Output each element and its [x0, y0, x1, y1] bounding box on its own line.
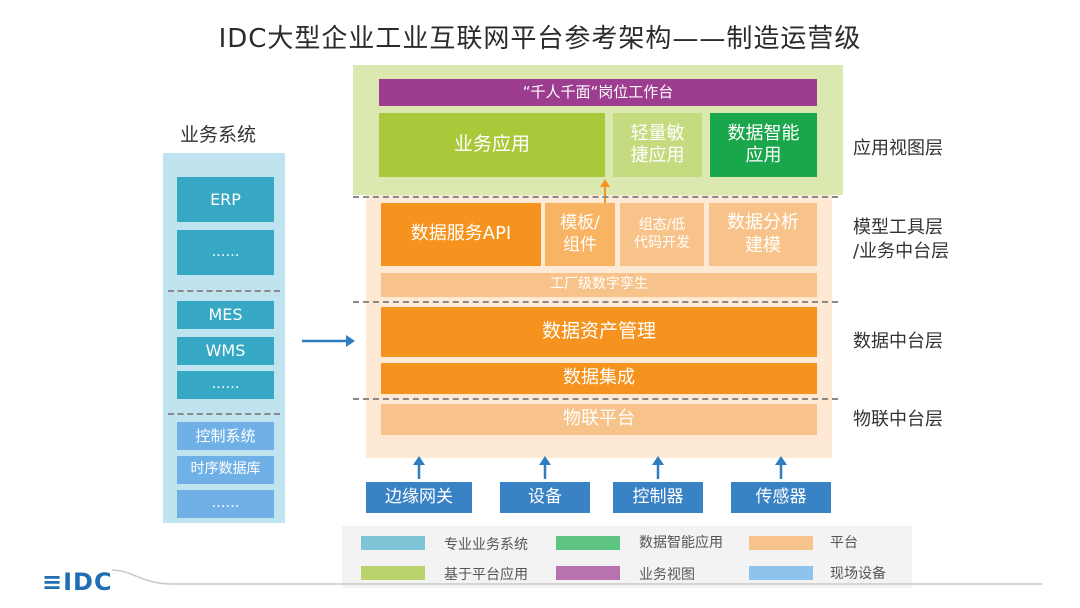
- up-arrow-icon: [652, 456, 664, 479]
- iot-platform-box: 物联平台: [381, 404, 817, 435]
- template-component-box: 模板/ 组件: [545, 203, 615, 266]
- layer-label-app: 应用视图层: [853, 138, 943, 159]
- data-asset-management-box: 数据资产管理: [381, 307, 817, 357]
- system-item-control: 控制系统: [177, 422, 274, 450]
- device-equipment: 设备: [500, 482, 590, 513]
- legend-swatch: [556, 566, 620, 580]
- system-item-mes: MES: [177, 301, 274, 329]
- legend-swatch: [556, 536, 620, 550]
- idc-logo: ≡IDC: [42, 568, 113, 596]
- legend-swatch: [361, 566, 425, 580]
- device-sensor: 传感器: [731, 482, 831, 513]
- legend-swatch: [361, 536, 425, 550]
- layer-divider-app-model: [353, 196, 838, 198]
- panel-divider-1: [168, 290, 280, 292]
- system-item-more-1: ……: [177, 230, 274, 275]
- panel-divider-2: [168, 413, 280, 415]
- legend-label: 业务视图: [639, 567, 695, 583]
- device-edge-gateway: 边缘网关: [366, 482, 472, 513]
- legend-label: 平台: [830, 535, 858, 551]
- business-app-box: 业务应用: [379, 113, 605, 177]
- left-panel-title: 业务系统: [180, 124, 257, 146]
- legend-label: 专业业务系统: [444, 537, 528, 553]
- system-item-more-3: ……: [177, 490, 274, 518]
- digital-twin-bar: 工厂级数字孪生: [381, 273, 817, 297]
- system-item-more-2: ……: [177, 371, 274, 399]
- agile-app-box: 轻量敏 捷应用: [613, 113, 702, 177]
- data-integration-box: 数据集成: [381, 363, 817, 394]
- lowcode-box: 组态/低 代码开发: [620, 203, 704, 266]
- page-title: IDC大型企业工业互联网平台参考架构——制造运营级: [218, 24, 862, 54]
- layer-label-model: 模型工具层 /业务中台层: [853, 217, 950, 263]
- up-arrow-icon: [413, 456, 425, 479]
- right-arrow-icon: [302, 335, 355, 347]
- system-item-wms: WMS: [177, 337, 274, 365]
- legend-panel: [342, 526, 912, 588]
- up-arrow-icon: [775, 456, 787, 479]
- layer-label-data: 数据中台层: [853, 331, 943, 352]
- system-item-erp: ERP: [177, 177, 274, 222]
- footer-swoosh-line: [112, 569, 1042, 585]
- analytics-modeling-box: 数据分析 建模: [709, 203, 817, 266]
- legend-swatch: [749, 566, 813, 580]
- workstation-bar: “千人千面“岗位工作台: [379, 79, 817, 106]
- smart-app-box: 数据智能 应用: [710, 113, 817, 177]
- up-arrow-icon: [539, 456, 551, 479]
- up-arrow-icon: [600, 179, 610, 203]
- data-service-api-box: 数据服务API: [381, 203, 541, 266]
- legend-label: 数据智能应用: [639, 535, 723, 551]
- layer-label-iot: 物联中台层: [853, 409, 943, 430]
- device-controller: 控制器: [613, 482, 703, 513]
- system-item-tsdb: 时序数据库: [177, 456, 274, 484]
- legend-label: 现场设备: [830, 566, 886, 582]
- layer-divider-data-iot: [353, 398, 838, 400]
- legend-swatch: [749, 536, 813, 550]
- layer-divider-model-data: [353, 301, 838, 303]
- legend-label: 基于平台应用: [444, 567, 528, 583]
